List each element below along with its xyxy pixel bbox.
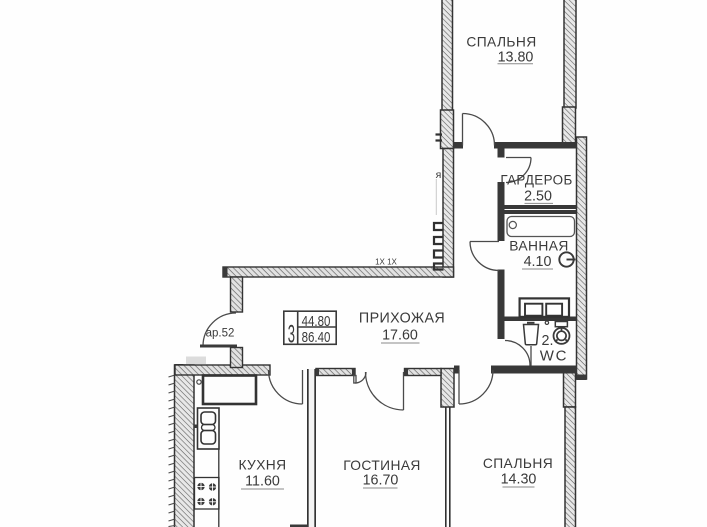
svg-text:44.80: 44.80 [302, 313, 331, 330]
svg-text:ГОСТИНАЯ: ГОСТИНАЯ [343, 458, 421, 473]
svg-text:ВАННАЯ: ВАННАЯ [509, 239, 568, 254]
svg-text:3: 3 [288, 321, 295, 349]
svg-text:СПАЛЬНЯ: СПАЛЬНЯ [466, 35, 536, 50]
svg-text:14.30: 14.30 [501, 472, 537, 488]
svg-text:WC: WC [540, 348, 569, 365]
svg-text:я: я [436, 169, 442, 181]
svg-text:ар.52: ар.52 [206, 328, 235, 340]
svg-text:ГАРДЕРОБ: ГАРДЕРОБ [500, 173, 572, 188]
svg-text:1X 1X: 1X 1X [375, 258, 397, 267]
svg-text:11.60: 11.60 [245, 474, 280, 490]
svg-text:2.50: 2.50 [524, 189, 552, 205]
svg-text:86.40: 86.40 [302, 328, 331, 345]
svg-text:13.80: 13.80 [498, 50, 534, 66]
svg-text:4.10: 4.10 [524, 254, 552, 270]
svg-text:ПРИХОЖАЯ: ПРИХОЖАЯ [359, 311, 445, 327]
svg-text:СПАЛЬНЯ: СПАЛЬНЯ [483, 456, 553, 471]
svg-text:16.70: 16.70 [363, 473, 399, 489]
svg-text:КУХНЯ: КУХНЯ [238, 458, 286, 473]
svg-text:2.: 2. [542, 333, 554, 349]
svg-text:17.60: 17.60 [382, 328, 418, 344]
